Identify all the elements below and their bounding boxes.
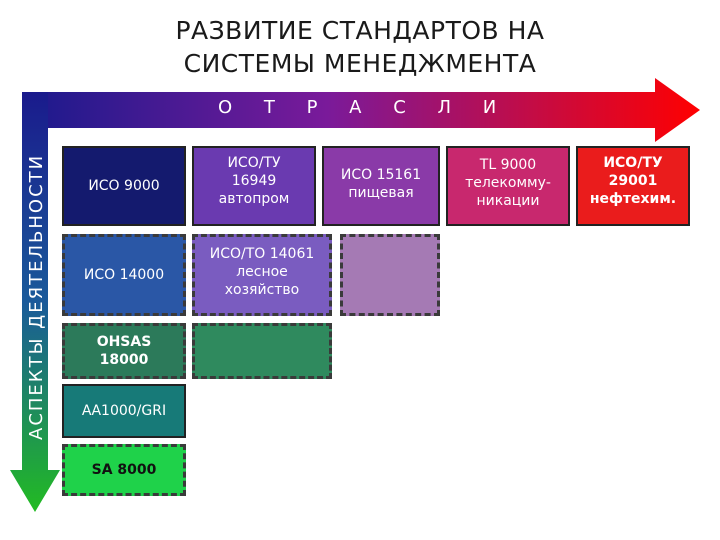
page-title: РАЗВИТИЕ СТАНДАРТОВ НА СИСТЕМЫ МЕНЕДЖМЕН… [110, 14, 610, 80]
box-empty-purple [340, 234, 440, 316]
box-iso-tu-29001: ИСО/ТУ 29001 нефтехим. [576, 146, 690, 226]
activity-aspects-axis-label: АСПЕКТЫ ДЕЯТЕЛЬНОСТИ [26, 153, 47, 440]
box-iso-15161: ИСО 15161 пищевая [322, 146, 440, 226]
title-line-1: РАЗВИТИЕ СТАНДАРТОВ НА [175, 16, 545, 45]
horizontal-arrow [22, 78, 700, 142]
box-aa1000-gri: АА1000/GRI [62, 384, 186, 438]
box-ohsas-18000: OHSAS 18000 [62, 323, 186, 379]
box-iso-9000: ИСО 9000 [62, 146, 186, 226]
box-iso-tu-16949: ИСО/ТУ 16949 автопром [192, 146, 316, 226]
industries-axis-label: О Т Р А С Л И [218, 97, 510, 118]
box-tl-9000: TL 9000 телекомму- никации [446, 146, 570, 226]
title-line-2: СИСТЕМЫ МЕНЕДЖМЕНТА [183, 49, 537, 78]
box-sa-8000: SA 8000 [62, 444, 186, 496]
box-iso-to-14061: ИСО/ТО 14061 лесное хозяйство [192, 234, 332, 316]
box-empty-green [192, 323, 332, 379]
vertical-arrow [10, 92, 60, 512]
box-iso-14000: ИСО 14000 [62, 234, 186, 316]
